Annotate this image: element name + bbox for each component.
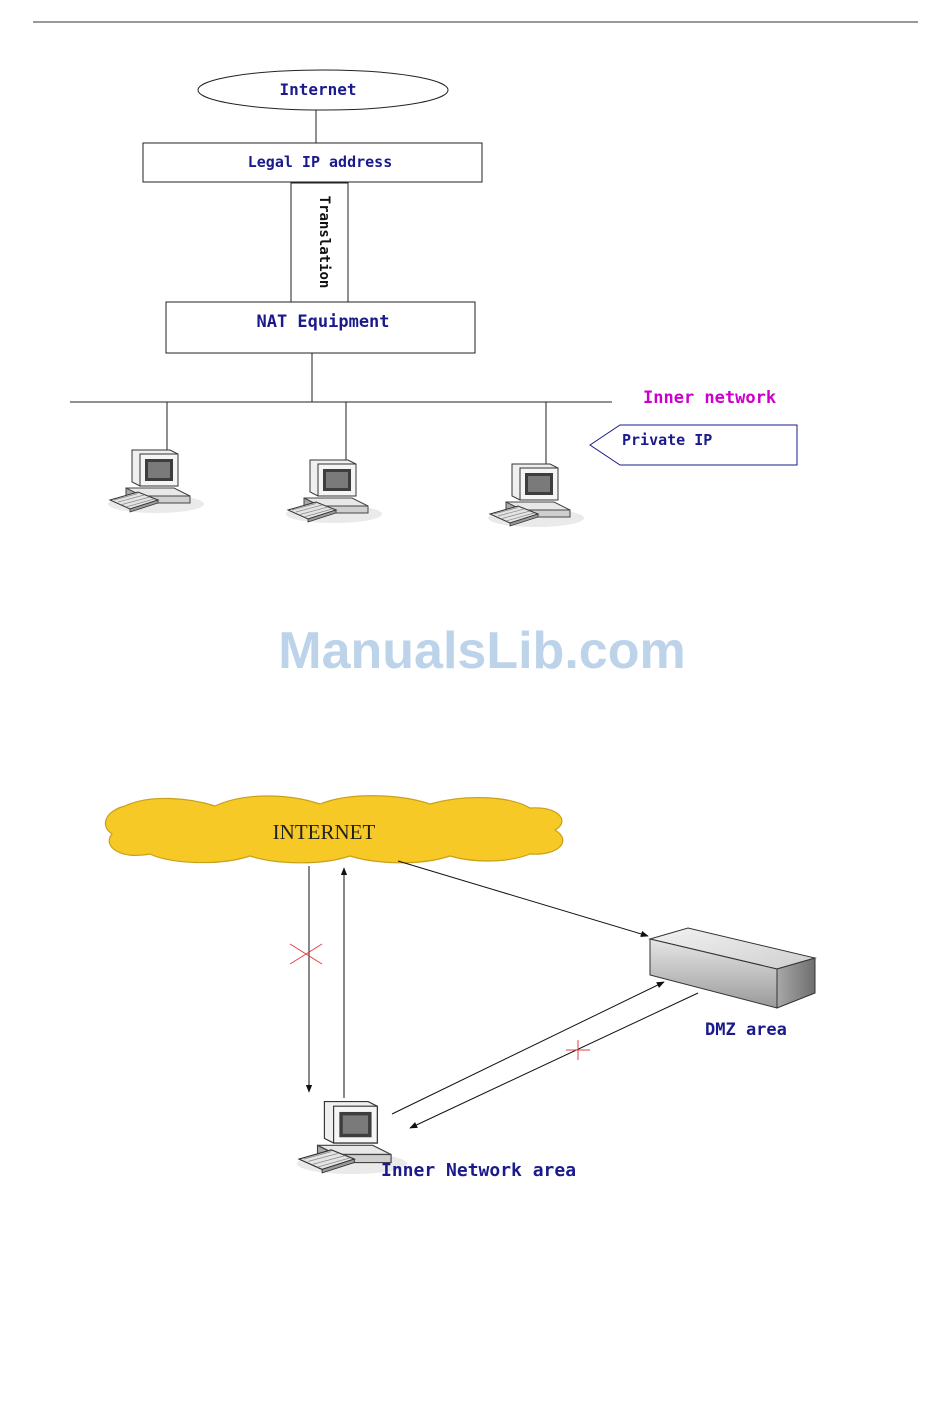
- dmz-area-label: DMZ area: [705, 1020, 787, 1040]
- dmz-server-icon: [650, 928, 815, 1008]
- internet-to-dmz-arrow: [398, 861, 648, 936]
- dmz-diagram: INTERNET DMZ area Inner Network area: [105, 796, 815, 1181]
- internet-label: Internet: [279, 80, 356, 99]
- inner-network-area-label: Inner Network area: [381, 1160, 576, 1181]
- nat-diagram: Internet Legal IP address Translation NA…: [70, 70, 797, 527]
- computer-icon: [488, 464, 584, 527]
- dmz-to-inner-arrow: [410, 993, 698, 1128]
- translation-label: Translation: [316, 196, 332, 289]
- watermark: ManualsLib.com: [278, 622, 685, 680]
- legal-ip-label: Legal IP address: [248, 153, 393, 171]
- dmz-internet-label: INTERNET: [273, 820, 376, 844]
- nat-equipment-label: NAT Equipment: [256, 312, 389, 332]
- inner-network-label: Inner network: [643, 388, 776, 408]
- private-ip-label: Private IP: [622, 431, 712, 449]
- inner-to-dmz-arrow: [392, 982, 664, 1114]
- computer-icon: [286, 460, 382, 523]
- blocked-x-mark: [566, 1040, 590, 1060]
- computer-icon: [108, 450, 204, 513]
- blocked-x-mark: [290, 944, 322, 964]
